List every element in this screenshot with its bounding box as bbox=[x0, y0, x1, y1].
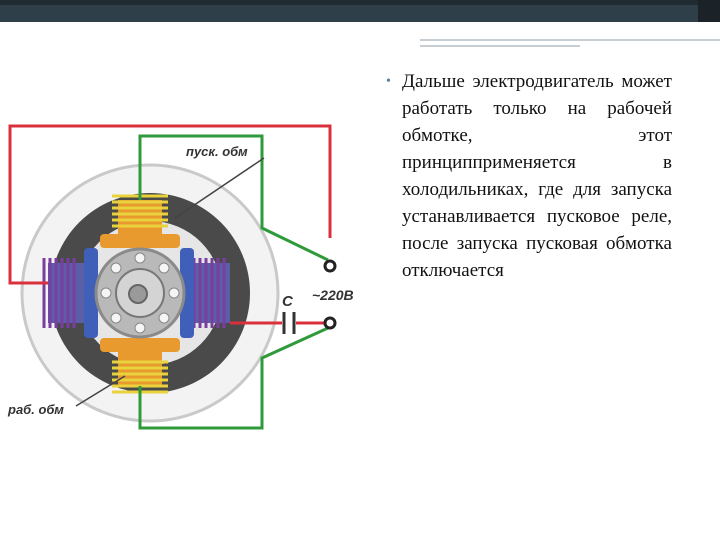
winding-left bbox=[42, 258, 76, 328]
bullet-list: • Дальше электродвигатель может работать… bbox=[386, 68, 672, 284]
header-rule-2 bbox=[420, 45, 580, 47]
winding-bottom bbox=[112, 360, 168, 394]
pole-shoe-right bbox=[180, 248, 194, 338]
wire-green-bottom bbox=[138, 326, 329, 430]
header-band bbox=[0, 0, 720, 22]
motor-wiring-diagram: пуск. обм раб. обм C ~220В bbox=[0, 118, 370, 438]
rotor-shaft bbox=[128, 284, 148, 304]
wire-red-top bbox=[8, 124, 332, 285]
start-winding-label: пуск. обм bbox=[186, 144, 248, 159]
pole-shoe-top bbox=[100, 234, 180, 248]
work-winding-label: раб. обм bbox=[7, 402, 64, 417]
label-pointer-work bbox=[75, 375, 126, 407]
pole-shoe-bottom bbox=[100, 338, 180, 352]
bullet-marker: • bbox=[386, 74, 391, 89]
label-pointer-start bbox=[174, 157, 265, 219]
terminal-top bbox=[323, 259, 337, 273]
rotor-bars bbox=[100, 252, 180, 334]
pole-shoe-left bbox=[84, 248, 98, 338]
header-rule-1 bbox=[420, 39, 720, 41]
wire-green-top bbox=[138, 134, 329, 262]
capacitor-label: C bbox=[282, 293, 294, 310]
header-band-corner bbox=[698, 0, 720, 22]
terminal-bottom bbox=[323, 316, 337, 330]
bullet-text: Дальше электродвигатель может работать т… bbox=[402, 71, 672, 281]
header-band-edge bbox=[0, 0, 720, 5]
voltage-label: ~220В bbox=[312, 287, 354, 303]
